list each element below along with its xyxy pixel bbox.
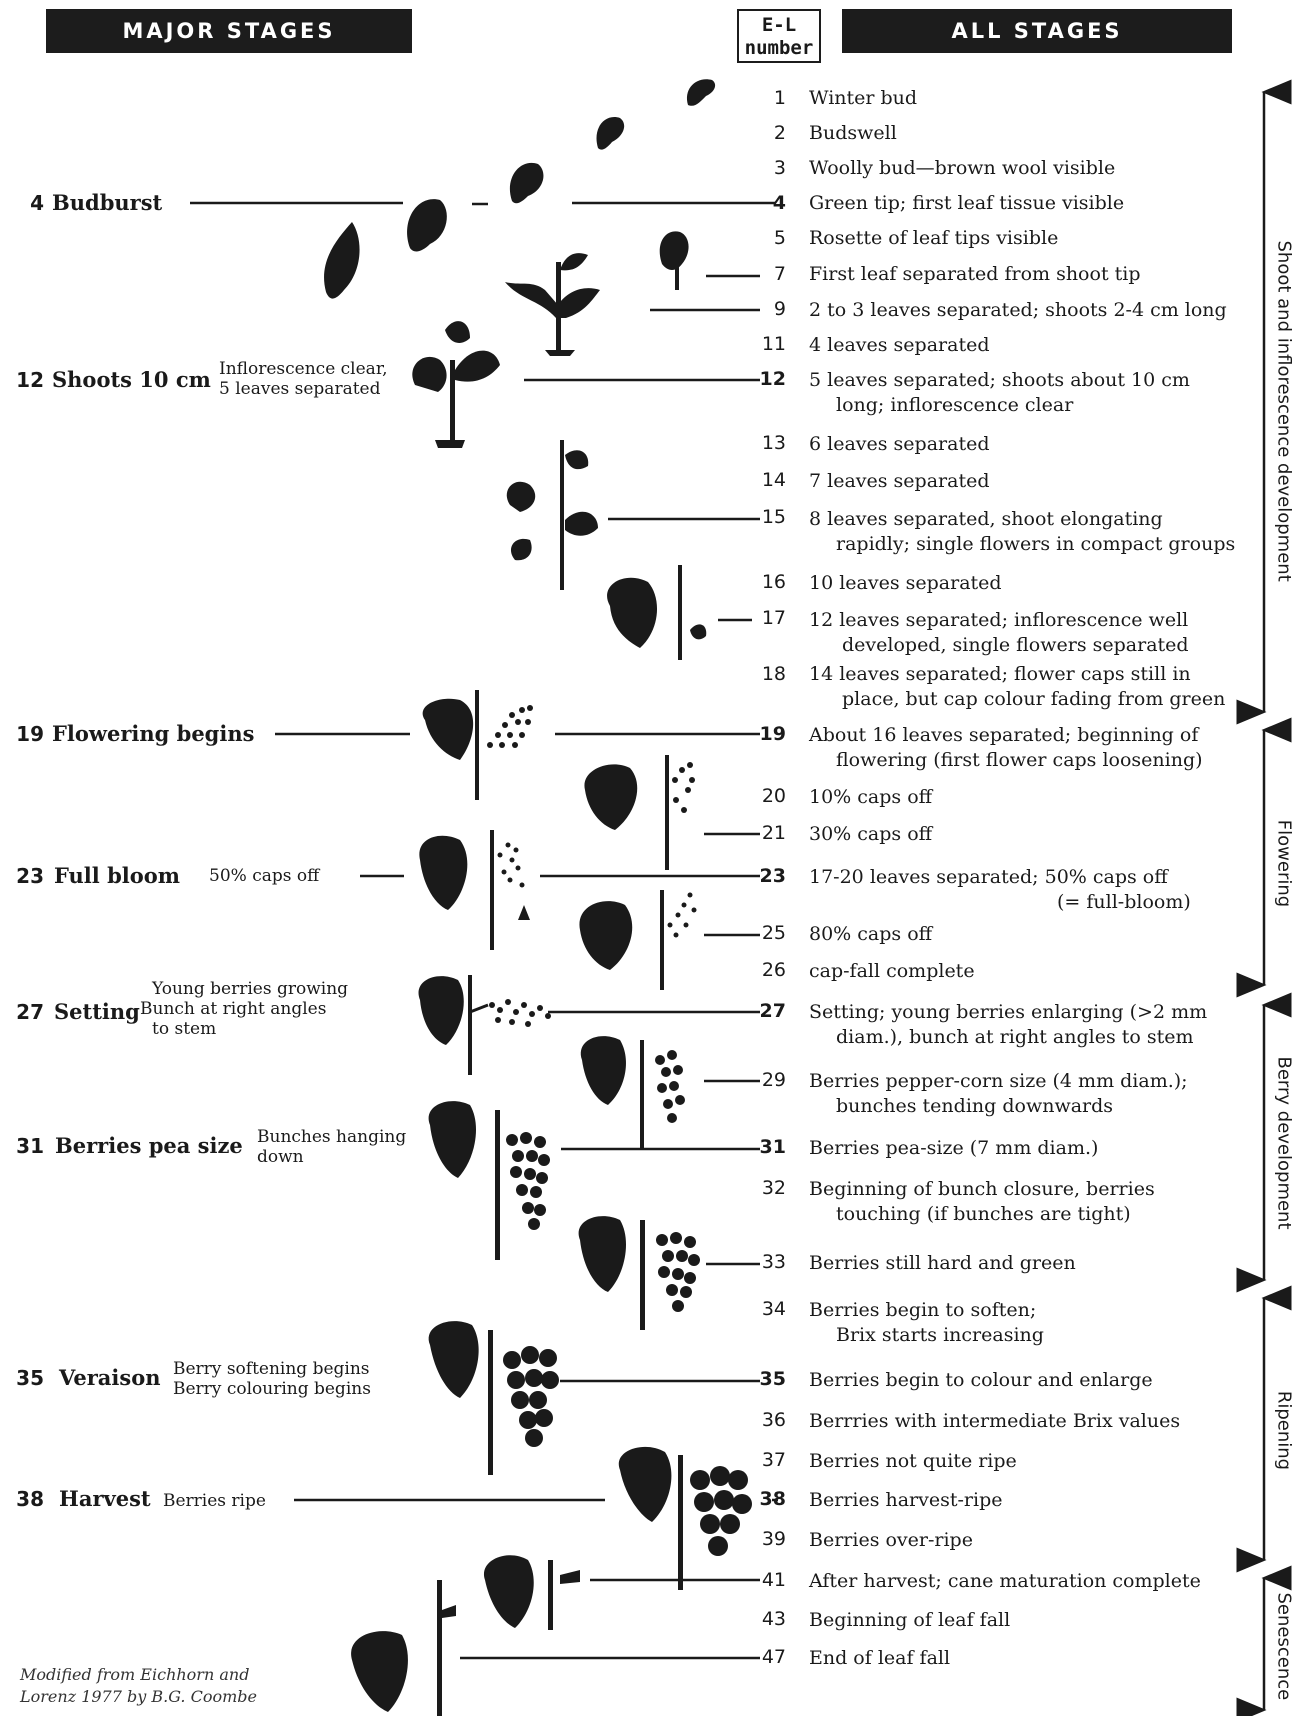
shoot-illustration [507, 440, 598, 590]
phase-label: Senescence [1274, 1593, 1295, 1693]
flowering-shoot-illustration [607, 565, 706, 660]
grapevine-illustrations [324, 79, 752, 1716]
flowering-shoot-illustration [579, 890, 696, 990]
phase-label: Shoot and inflorescence development [1274, 241, 1295, 561]
bud-illustration [510, 163, 544, 203]
setting-bunch-illustration [419, 975, 551, 1075]
veraison-bunch-illustration [429, 1321, 559, 1475]
bunch-illustration [429, 1101, 550, 1260]
bud-illustration [597, 117, 625, 150]
bunch-illustration [581, 1036, 685, 1150]
shoot-illustration [412, 321, 500, 448]
bud-illustration [324, 222, 360, 299]
harvest-bunch-illustration [619, 1447, 752, 1590]
phase-label: Berry development [1274, 1057, 1295, 1227]
flowering-shoot-illustration [423, 690, 533, 800]
connector-lines [190, 203, 778, 1658]
cane-illustration [484, 1555, 580, 1630]
cane-illustration [351, 1580, 456, 1716]
flowering-shoot-illustration [419, 830, 530, 950]
flowering-shoot-illustration [584, 755, 695, 870]
credit-note: Modified from Eichhorn and Lorenz 1977 b… [20, 1664, 257, 1708]
bud-illustration [407, 199, 447, 251]
shoot-illustration [505, 253, 600, 356]
bud-illustration [687, 79, 715, 106]
phase-label: Flowering [1274, 819, 1295, 909]
shoot-illustration [660, 231, 689, 290]
bunch-illustration [579, 1216, 700, 1330]
phase-label: Ripening [1274, 1386, 1295, 1476]
